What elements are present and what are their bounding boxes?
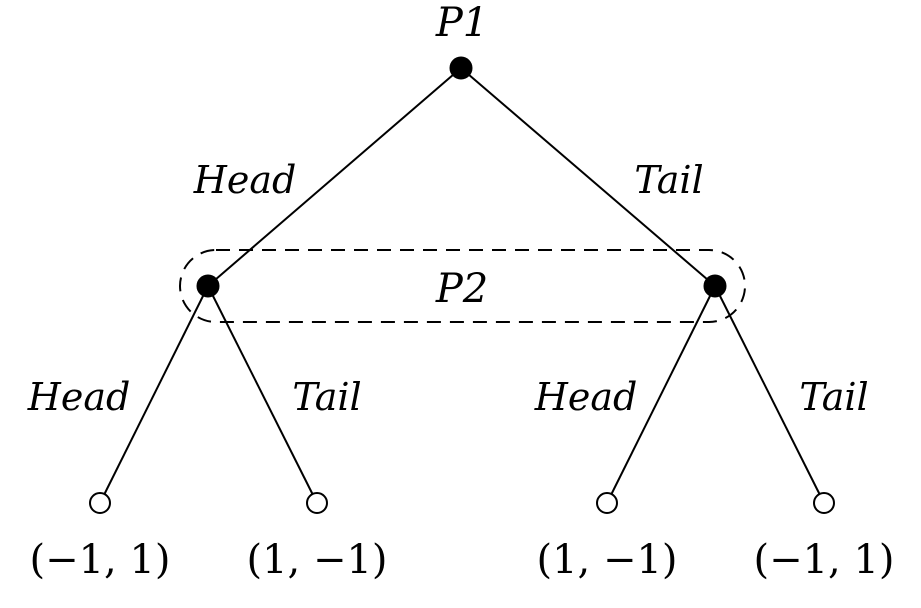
root-player-label: P1 — [435, 0, 488, 46]
root-node — [449, 56, 473, 80]
left-action-tail-label: Tail — [292, 375, 361, 419]
edge-left-head — [99, 285, 209, 504]
edge-right-tail — [714, 285, 825, 504]
p2-left-node — [196, 274, 220, 298]
right-action-head-label: Head — [534, 375, 638, 419]
info-set-player-label: P2 — [435, 266, 488, 312]
root-action-left-label: Head — [193, 158, 297, 202]
payoff-label-3: (1, −1) — [536, 537, 677, 583]
information-set-p2 — [179, 249, 746, 323]
terminal-node-1 — [89, 492, 111, 514]
payoff-label-2: (1, −1) — [246, 537, 387, 583]
payoff-label-1: (−1, 1) — [29, 537, 170, 583]
p2-right-node — [703, 274, 727, 298]
edge-right-head — [606, 285, 716, 504]
right-action-tail-label: Tail — [799, 375, 868, 419]
terminal-node-4 — [813, 492, 835, 514]
terminal-node-3 — [596, 492, 618, 514]
left-action-head-label: Head — [27, 375, 131, 419]
terminal-node-2 — [306, 492, 328, 514]
payoff-label-4: (−1, 1) — [753, 537, 894, 583]
edge-root-tail — [460, 67, 716, 287]
root-action-right-label: Tail — [634, 158, 703, 202]
